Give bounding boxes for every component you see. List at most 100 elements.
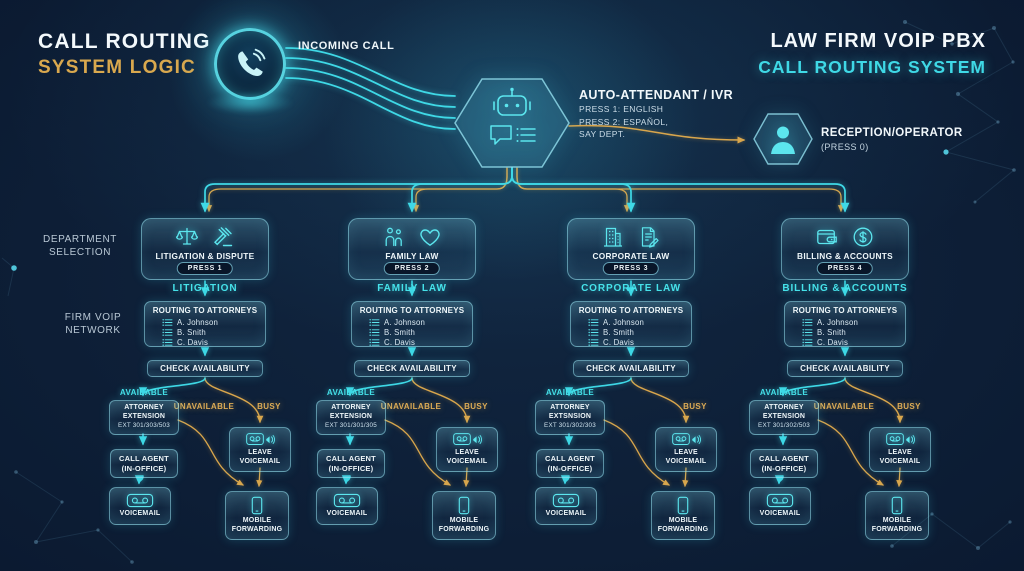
extension-line2: EXTENSION: [762, 412, 806, 420]
call-agent-line2: (IN-OFFICE): [121, 463, 167, 473]
routing-title: ROUTING TO ATTORNEYS: [578, 306, 684, 315]
call-agent-line1: CALL AGENT: [759, 454, 809, 463]
robot-icon: [493, 87, 531, 116]
mobile-forwarding-box: MOBILE FORWARDING: [651, 491, 715, 540]
list-icon: [162, 338, 173, 347]
mobile-phone-icon: [458, 496, 470, 515]
department-box: FAMILY LAW PRESS 2: [348, 218, 476, 280]
attorney-extension-box: ATTORNEY EXTENSION EXT 301/301/305: [316, 400, 386, 435]
firm-voip-line2: NETWORK: [65, 324, 121, 336]
department-column: CORPORATE LAW PRESS 3 CORPORATE LAW ROUT…: [531, 0, 731, 571]
call-agent-line2: (IN-OFFICE): [761, 463, 807, 473]
attorney-name: C. Davis: [384, 337, 416, 347]
list-icon: [369, 338, 380, 347]
voicemail-speaker-icon: [885, 432, 915, 447]
call-agent-line2: (IN-OFFICE): [547, 463, 593, 473]
mobile-forwarding-box: MOBILE FORWARDING: [865, 491, 929, 540]
available-label: AVAILABLE: [326, 388, 376, 397]
mobile-phone-icon: [891, 496, 903, 515]
extension-numbers: EXT 301/301/305: [325, 422, 377, 429]
attorney-row: C. Davis: [145, 337, 265, 347]
dollar-icon: [851, 225, 875, 249]
extension-numbers: EXT 301/303/503: [118, 422, 170, 429]
voicemail-box: VOICEMAIL: [109, 487, 171, 525]
available-label: AVAILABLE: [119, 388, 169, 397]
extension-line2: EXTSNSION: [548, 412, 592, 420]
call-agent-box: CALL AGENT (IN-OFFICE): [110, 449, 178, 478]
leave-voicemail-line1: LEAVE: [248, 449, 272, 456]
chat-bubble-icon: [490, 125, 512, 145]
call-agent-box: CALL AGENT (IN-OFFICE): [317, 449, 385, 478]
voicemail-label: VOICEMAIL: [119, 510, 161, 517]
department-column: FAMILY LAW PRESS 2 FAMILY LAW ROUTING TO…: [312, 0, 512, 571]
brand-title: LAW FIRM VOIP PBX CALL ROUTING SYSTEM: [758, 30, 986, 78]
check-availability-box: CHECK AVAILABILITY: [573, 360, 689, 377]
incoming-call-icon: [206, 28, 294, 114]
call-agent-line2: (IN-OFFICE): [328, 463, 374, 473]
attorney-row: A. Johnson: [571, 317, 691, 327]
leave-voicemail-line2: VOICEMAIL: [446, 457, 488, 465]
firm-voip-line1: FIRM VOIP: [64, 312, 122, 323]
press-badge: PRESS 1: [176, 262, 234, 275]
call-agent-line1: CALL AGENT: [119, 454, 169, 463]
leave-voicemail-line1: LEAVE: [455, 449, 479, 456]
voicemail-speaker-icon: [452, 432, 482, 447]
wallet-icon: [815, 225, 839, 249]
list-icon: [802, 318, 813, 327]
voicemail-label: VOICEMAIL: [326, 510, 368, 517]
available-label: AVAILABLE: [759, 388, 809, 397]
busy-label: BUSY: [257, 402, 281, 411]
extension-line1: ATTORNEY: [124, 404, 164, 411]
voicemail-label: VOICEMAIL: [545, 510, 587, 517]
mobile-line1: MOBILE: [668, 517, 698, 524]
call-agent-box: CALL AGENT (IN-OFFICE): [536, 449, 604, 478]
department-icons: [601, 225, 661, 249]
list-icon: [588, 338, 599, 347]
voicemail-box: VOICEMAIL: [535, 487, 597, 525]
reception-subtitle: (PRESS 0): [821, 142, 869, 152]
attorney-name: C. Davis: [177, 337, 209, 347]
attorney-row: A. Johnson: [785, 317, 905, 327]
attorney-row: B. Snith: [145, 327, 265, 337]
routing-title: ROUTING TO ATTORNEYS: [359, 306, 465, 315]
list-icon: [369, 318, 380, 327]
department-selection-line2: SELECTION: [48, 246, 112, 258]
department-sub-label: CORPORATE LAW: [581, 283, 681, 294]
leave-voicemail-line2: VOICEMAIL: [879, 457, 921, 465]
attorney-name: C. Davis: [817, 337, 849, 347]
ivr-line1: PRESS 1: ENGLISH: [579, 104, 664, 114]
page-title: CALL ROUTING SYSTEM LOGIC: [38, 30, 211, 79]
press-badge: PRESS 3: [602, 262, 660, 275]
extension-line1: ATTORNEY: [550, 404, 590, 411]
firm-voip-network-label: FIRM VOIP NETWORK: [54, 312, 132, 337]
leave-voicemail-box: LEAVE VOICEMAIL: [655, 427, 717, 472]
voicemail-tape-icon: [766, 493, 794, 508]
mobile-phone-icon: [677, 496, 689, 515]
title-line1: CALL ROUTING: [38, 30, 211, 53]
extension-numbers: EXT 301/302/503: [758, 422, 810, 429]
department-sub-label: LITIGATION: [172, 283, 238, 294]
mobile-phone-icon: [251, 496, 263, 515]
unavailable-label: UNAVAILABLE: [380, 402, 442, 411]
contract-icon: [637, 225, 661, 249]
routing-box: ROUTING TO ATTORNEYS A. Johnson B. Snith…: [144, 301, 266, 347]
department-icons: [815, 225, 875, 249]
extension-line2: EXTENSION: [122, 412, 166, 420]
phone-circle: [214, 28, 286, 100]
heart-icon: [418, 225, 442, 249]
department-name: BILLING & ACCOUNTS: [797, 251, 893, 261]
attorney-row: B. Smith: [571, 327, 691, 337]
department-column: LITIGATION & DISPUTE PRESS 1 LITIGATION …: [105, 0, 305, 571]
check-availability-box: CHECK AVAILABILITY: [354, 360, 470, 377]
attorney-row: A. Johnson: [145, 317, 265, 327]
department-box: CORPORATE LAW PRESS 3: [567, 218, 695, 280]
extension-numbers: EXT 301/302/303: [544, 422, 596, 429]
mobile-line2: FORWARDING: [871, 525, 923, 533]
unavailable-label: UNAVAILABLE: [173, 402, 235, 411]
attorney-extension-box: ATTORNEY EXTENSION EXT 301/303/503: [109, 400, 179, 435]
building-icon: [601, 225, 625, 249]
call-agent-line1: CALL AGENT: [326, 454, 376, 463]
attorney-extension-box: ATTORNEY EXTSNSION EXT 301/302/303: [535, 400, 605, 435]
department-name: FAMILY LAW: [385, 251, 439, 261]
